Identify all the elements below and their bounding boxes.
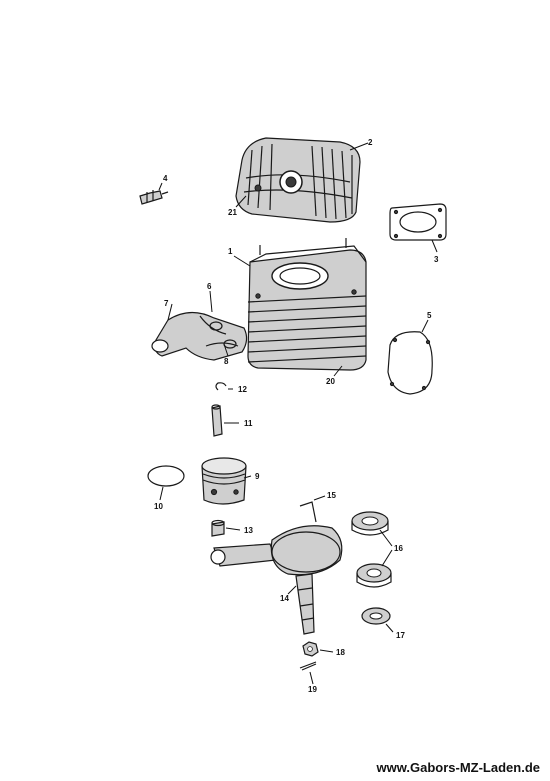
callout-15: 15 bbox=[327, 491, 336, 500]
leader-15 bbox=[313, 495, 326, 501]
leader-19 bbox=[309, 671, 314, 685]
piston-pin-part bbox=[211, 404, 223, 437]
leader-6 bbox=[209, 290, 213, 313]
main-bearing-lower-part bbox=[356, 563, 392, 588]
leader-lines bbox=[158, 142, 438, 685]
callout-1: 1 bbox=[228, 247, 233, 256]
leader-10 bbox=[159, 486, 164, 501]
leader-7 bbox=[167, 303, 173, 321]
circlip-part bbox=[215, 382, 227, 391]
callout-8: 8 bbox=[224, 357, 229, 366]
needle-bearing-part bbox=[211, 519, 225, 537]
base-gasket-part bbox=[387, 331, 433, 395]
callout-16: 16 bbox=[394, 544, 403, 553]
leader-1 bbox=[233, 255, 251, 267]
callout-14: 14 bbox=[280, 594, 289, 603]
callout-20: 20 bbox=[326, 377, 335, 386]
intake-manifold-part bbox=[151, 311, 248, 361]
leader-13 bbox=[225, 527, 241, 531]
callout-4: 4 bbox=[163, 174, 168, 183]
callout-10: 10 bbox=[154, 502, 163, 511]
crankshaft-part bbox=[210, 501, 343, 635]
leader-3 bbox=[431, 239, 438, 253]
leader-16-upper bbox=[379, 529, 393, 547]
callout-11: 11 bbox=[244, 419, 253, 428]
piston-part bbox=[201, 457, 247, 505]
leader-18 bbox=[319, 649, 334, 653]
leader-21 bbox=[235, 195, 247, 208]
leader-14 bbox=[287, 585, 297, 595]
spark-plug-part bbox=[139, 190, 169, 205]
callout-7: 7 bbox=[164, 299, 169, 308]
cotter-pin-part bbox=[299, 661, 317, 671]
callout-5: 5 bbox=[427, 311, 432, 320]
leader-4 bbox=[158, 182, 163, 191]
callout-2: 2 bbox=[368, 138, 373, 147]
callout-labels: 2 21 4 3 1 5 6 7 8 20 12 11 9 10 13 15 1… bbox=[154, 138, 439, 694]
leader-17 bbox=[385, 623, 394, 633]
leader-16-lower bbox=[381, 549, 393, 567]
callout-6: 6 bbox=[207, 282, 212, 291]
cylinder-part bbox=[247, 238, 367, 371]
leader-2 bbox=[349, 142, 369, 151]
leader-5 bbox=[421, 319, 429, 333]
cylinder-head-part bbox=[235, 137, 361, 223]
callout-12: 12 bbox=[238, 385, 247, 394]
head-gasket-part bbox=[389, 203, 447, 241]
callout-18: 18 bbox=[336, 648, 345, 657]
callout-19: 19 bbox=[308, 685, 317, 694]
leader-8 bbox=[223, 343, 229, 357]
callout-17: 17 bbox=[396, 631, 405, 640]
callout-3: 3 bbox=[434, 255, 439, 264]
main-bearing-upper-part bbox=[351, 511, 389, 536]
leader-20 bbox=[333, 365, 343, 377]
site-url-footer: www.Gabors-MZ-Laden.de bbox=[376, 760, 540, 775]
piston-ring-part bbox=[147, 465, 185, 487]
shaft-seal-part bbox=[361, 607, 391, 625]
callout-21: 21 bbox=[228, 208, 237, 217]
castle-nut-part bbox=[302, 641, 319, 657]
leader-9 bbox=[243, 475, 252, 479]
callout-9: 9 bbox=[255, 472, 260, 481]
callout-13: 13 bbox=[244, 526, 253, 535]
